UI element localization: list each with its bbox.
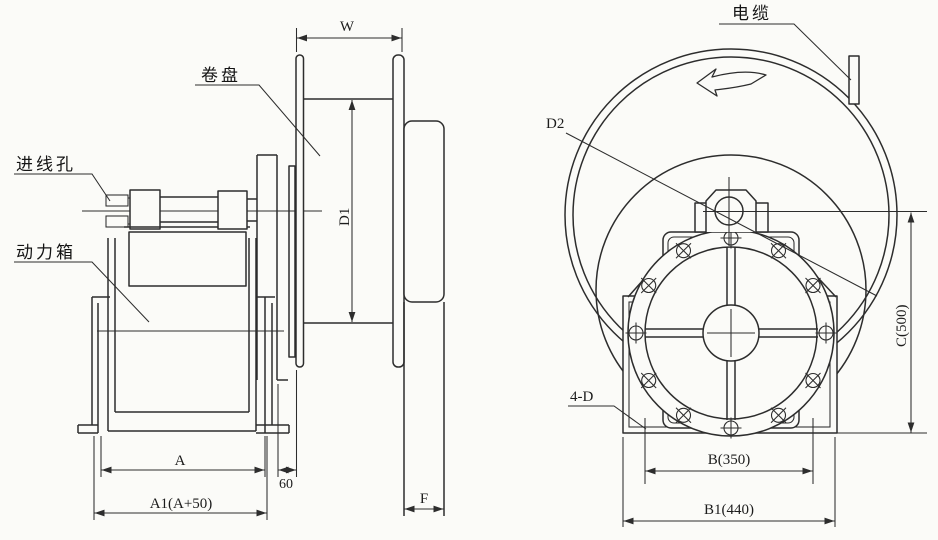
cable-entry-label: 进线孔 (16, 155, 76, 175)
bolt (675, 407, 692, 424)
shaft-assembly (124, 189, 257, 230)
bolt (640, 277, 657, 294)
cable-label: 电缆 (732, 4, 772, 24)
shaft-bracket (694, 177, 927, 246)
dim-f-text: F (420, 491, 428, 507)
reel-flange-right (392, 54, 405, 368)
power-box (97, 231, 284, 432)
dim-b1: B1(440) (622, 437, 836, 527)
reel-label: 卷盘 (201, 66, 241, 86)
dim-d2-text: D2 (546, 116, 564, 132)
dim-b-text: B(350) (708, 452, 751, 468)
callout-power-box: 动力箱 (14, 243, 150, 323)
reel-leader (195, 84, 321, 157)
dim-b1-text: B1(440) (704, 502, 754, 518)
center-hub (702, 304, 760, 362)
bolt (770, 242, 787, 259)
callout-d2: D2 (546, 116, 878, 297)
dim-c: C(500) (837, 212, 927, 434)
dim-d1-text: D1 (337, 208, 353, 226)
left-view: W D1 A 60 A1(A+50) (14, 19, 445, 520)
bolt (675, 242, 692, 259)
holes-leader (568, 405, 647, 430)
dim-c-text: C(500) (894, 305, 910, 348)
rotation-arrow-icon (696, 68, 767, 97)
callout-reel: 卷盘 (195, 66, 321, 157)
cable-leader (719, 23, 852, 81)
dim-a1: A1(A+50) (93, 436, 268, 520)
dim-a1-text: A1(A+50) (150, 496, 213, 512)
callout-4d: 4-D (568, 389, 647, 430)
bolt (625, 322, 647, 344)
reel-flange-left (295, 54, 305, 368)
mounting-disc (256, 154, 296, 381)
dim-w-text: W (340, 19, 355, 35)
bolt-ring-bolts (625, 227, 837, 439)
dim-d1: D1 (337, 100, 356, 322)
callout-cable: 电缆 (719, 4, 852, 81)
dim-a: A (100, 436, 266, 477)
bolt (805, 277, 821, 294)
callout-cable-entry: 进线孔 (14, 155, 111, 202)
disc-plate (288, 165, 296, 358)
dim-w: W (295, 19, 403, 52)
power-box-top-housing (128, 231, 247, 287)
dim-a-text: A (175, 453, 186, 469)
right-bracket (256, 296, 290, 434)
bolt (815, 322, 837, 344)
left-bracket (77, 296, 110, 434)
reel (295, 54, 405, 368)
cover-arm (403, 120, 445, 516)
bolt (805, 372, 821, 389)
dim-b: B(350) (644, 418, 814, 484)
right-view: D2 电缆 4-D C(500) B(350) (546, 4, 927, 527)
slip-ring-cover (403, 120, 445, 303)
d2-leader (565, 132, 878, 297)
power-box-leader (14, 261, 150, 323)
holes-label: 4-D (570, 389, 593, 405)
bolt (640, 372, 657, 389)
dim-gap-60: 60 (277, 370, 298, 492)
cable-entry-leader (14, 173, 111, 202)
dim-gap-text: 60 (279, 477, 293, 492)
cable-bar (848, 55, 860, 105)
bolt (720, 417, 742, 439)
bolt (770, 407, 787, 424)
dim-f: F (404, 491, 444, 513)
bolt (720, 227, 742, 249)
power-box-label: 动力箱 (16, 243, 76, 263)
